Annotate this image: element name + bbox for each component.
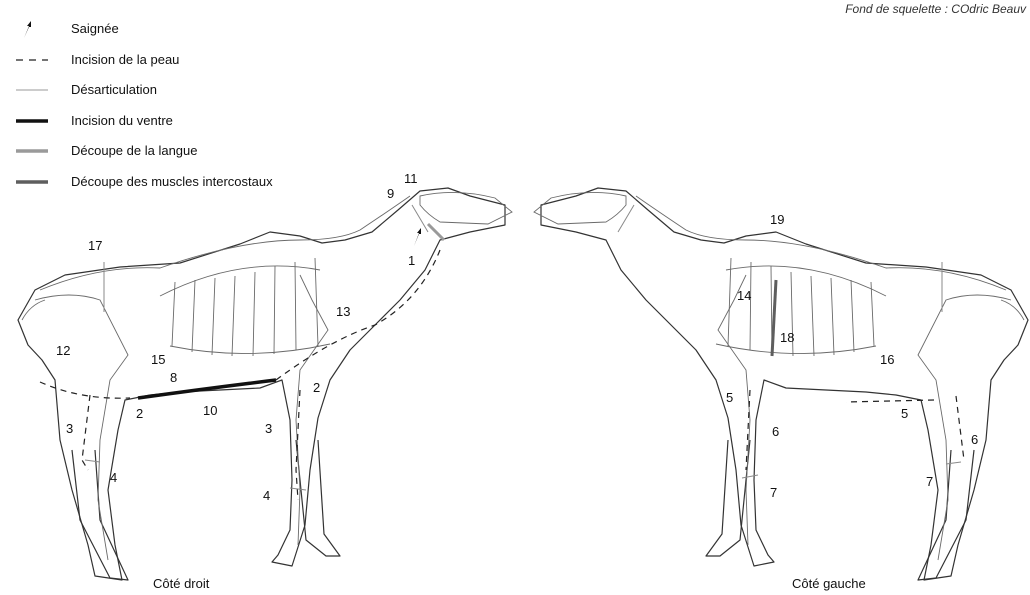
marker: 19: [770, 212, 784, 227]
marker: 13: [336, 304, 350, 319]
caption-right-side: Côté droit: [153, 576, 209, 591]
marker: 4: [110, 470, 117, 485]
marker: 9: [387, 186, 394, 201]
marker: 17: [88, 238, 102, 253]
marker: 3: [265, 421, 272, 436]
marker: 1: [408, 253, 415, 268]
marker: 8: [170, 370, 177, 385]
caption-left-side: Côté gauche: [792, 576, 866, 591]
marker: 10: [203, 403, 217, 418]
marker: 16: [880, 352, 894, 367]
marker: 14: [737, 288, 751, 303]
marker: 6: [772, 424, 779, 439]
marker: 11: [404, 171, 418, 186]
marker: 5: [901, 406, 908, 421]
marker: 2: [313, 380, 320, 395]
marker: 2: [136, 406, 143, 421]
marker: 7: [770, 485, 777, 500]
marker: 18: [780, 330, 794, 345]
marker: 12: [56, 343, 70, 358]
marker: 6: [971, 432, 978, 447]
marker: 15: [151, 352, 165, 367]
marker: 7: [926, 474, 933, 489]
marker: 3: [66, 421, 73, 436]
marker: 4: [263, 488, 270, 503]
marker: 5: [726, 390, 733, 405]
